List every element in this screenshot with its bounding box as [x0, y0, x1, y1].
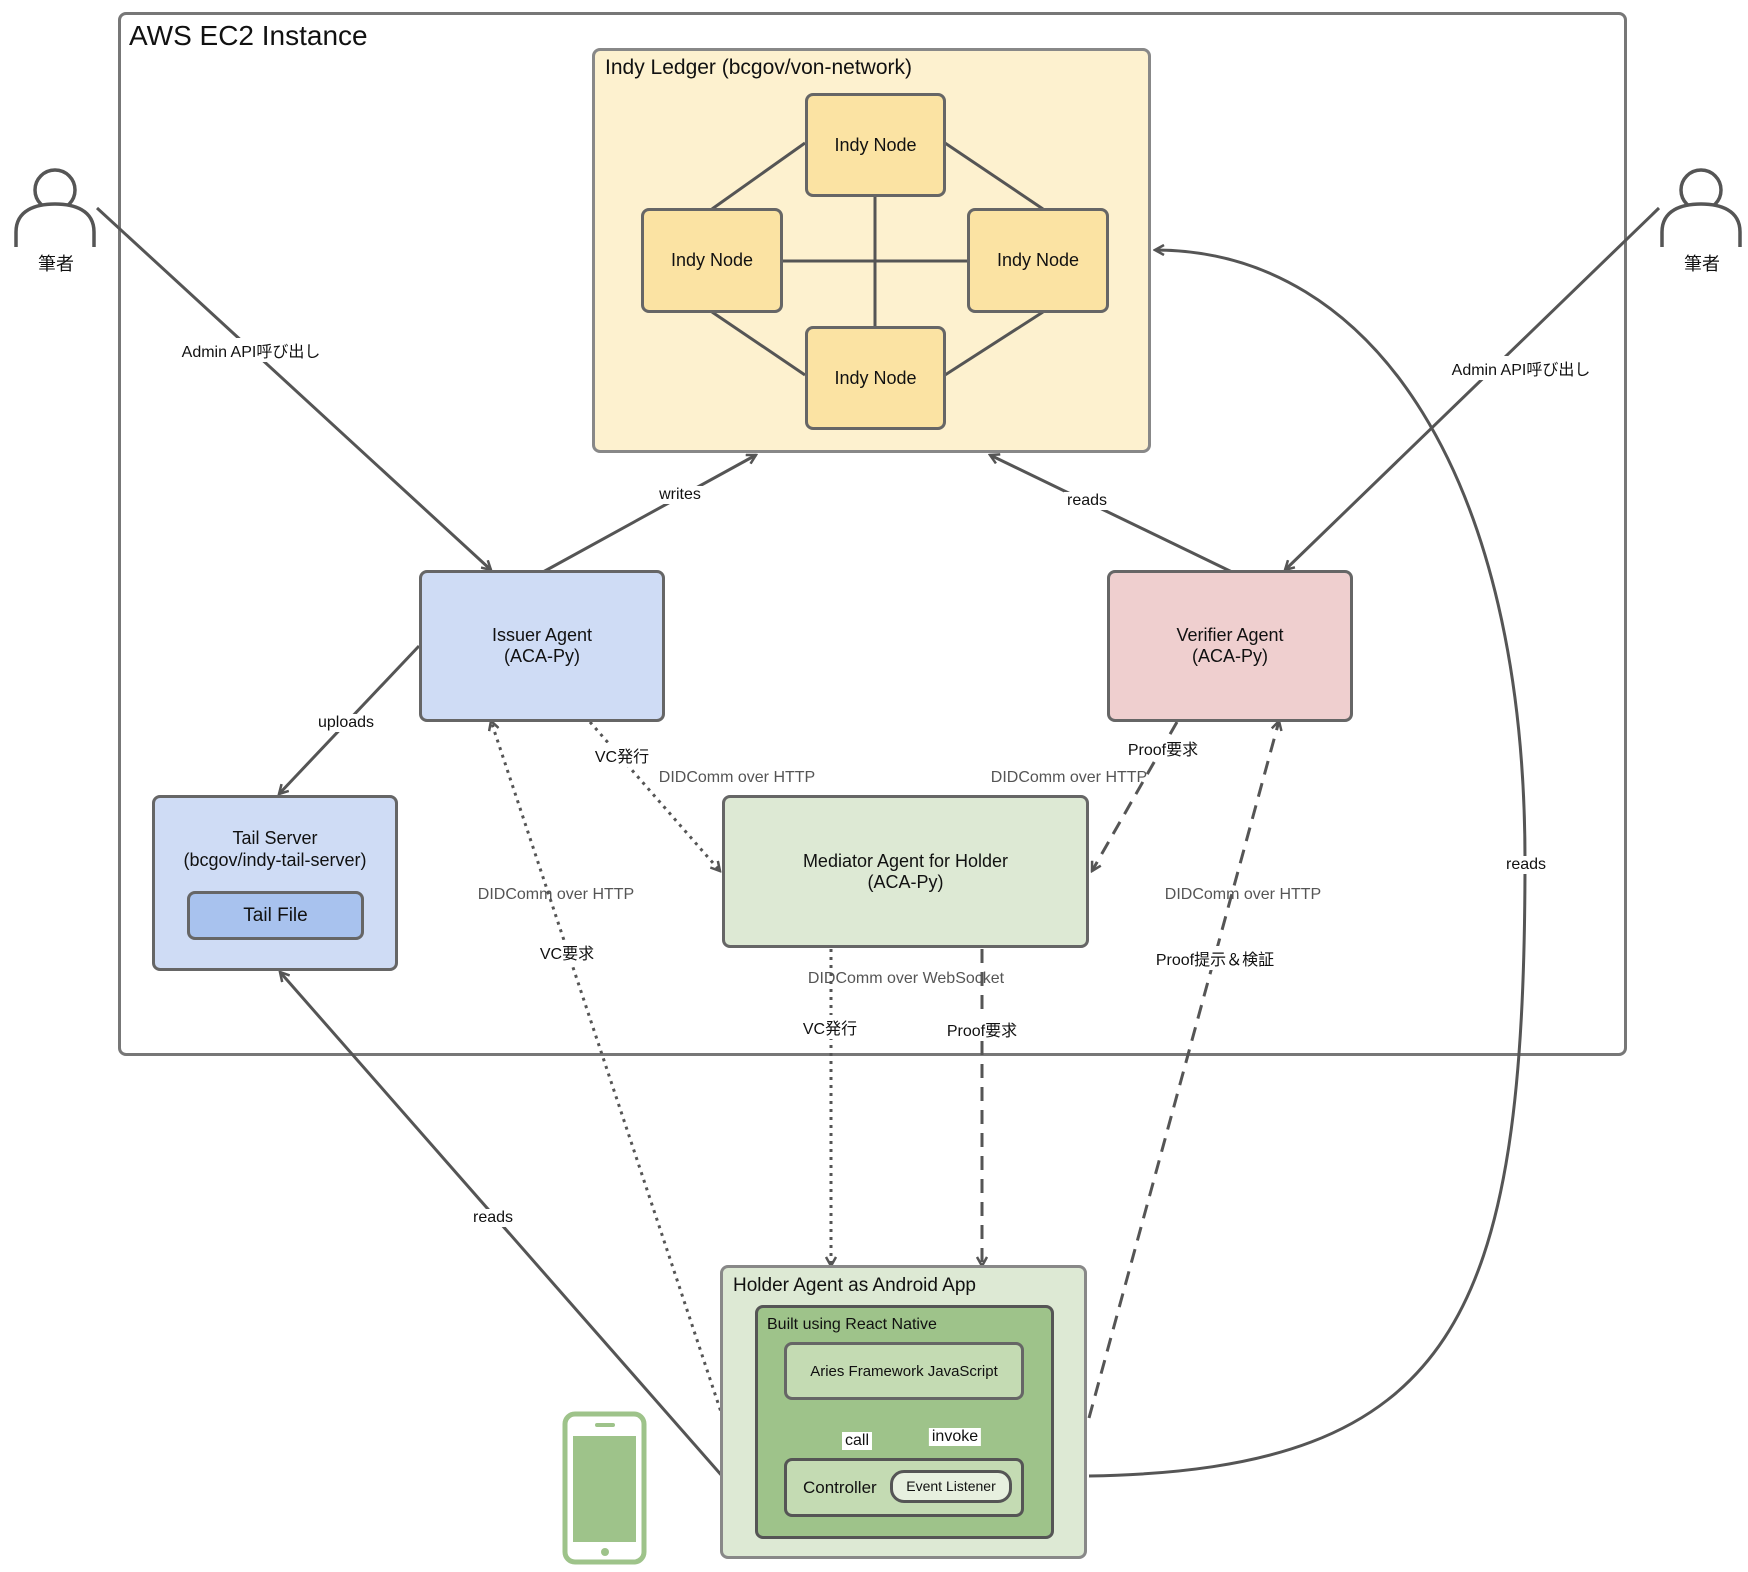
label-proof-request-top: Proof要求: [1124, 736, 1202, 760]
label-vc-request: VC要求: [536, 940, 598, 964]
phone-icon: [562, 1411, 647, 1565]
indy-node-left: Indy Node: [641, 208, 783, 313]
ec2-instance-title: AWS EC2 Instance: [129, 20, 368, 51]
tail-server-label: Tail Server (bcgov/indy-tail-server): [183, 828, 367, 870]
label-proof-present: Proof提示＆検証: [1152, 946, 1278, 970]
label-reads-ledger: reads: [1063, 492, 1111, 510]
label-didcomm-http-vc-request: DIDComm over HTTP: [477, 886, 635, 903]
edge-admin-left: [95, 206, 491, 570]
label-admin-api-right: Admin API呼び出し: [1448, 356, 1594, 380]
person-icon-right: [1660, 168, 1742, 247]
edge-proof-present: [1087, 721, 1279, 1419]
indy-node-right: Indy Node: [967, 208, 1109, 313]
label-uploads: uploads: [314, 714, 378, 732]
node-link-top-left: [711, 141, 806, 211]
edge-vc-request: [491, 721, 725, 1419]
indy-node-top: Indy Node: [805, 93, 946, 197]
edge-reads-ledger: [990, 455, 1233, 574]
verifier-agent: Verifier Agent (ACA-Py): [1107, 570, 1353, 722]
label-didcomm-websocket: DIDComm over WebSocket: [807, 970, 1005, 987]
node-link-bottom-right: [944, 310, 1044, 377]
person-icon-left: [14, 168, 96, 247]
label-vc-issue-top: VC発行: [591, 743, 653, 767]
react-native-title: Built using React Native: [767, 1316, 937, 1333]
node-link-bottom-left: [711, 310, 806, 377]
label-proof-request-bottom: Proof要求: [943, 1017, 1021, 1041]
label-admin-api-left: Admin API呼び出し: [178, 338, 324, 362]
holder-agent-title: Holder Agent as Android App: [733, 1275, 976, 1296]
tail-server: [152, 795, 398, 971]
controller-label: Controller: [803, 1478, 877, 1497]
event-listener: Event Listener: [890, 1470, 1012, 1503]
label-writes: writes: [656, 486, 704, 504]
label-reads-right: reads: [1502, 856, 1550, 874]
label-call: call: [841, 1432, 873, 1450]
indy-node-bottom: Indy Node: [805, 326, 946, 430]
edge-writes: [542, 453, 756, 574]
label-invoke: invoke: [928, 1428, 982, 1446]
label-didcomm-http-issuer: DIDComm over HTTP: [658, 769, 816, 786]
issuer-agent: Issuer Agent (ACA-Py): [419, 570, 665, 722]
label-didcomm-http-proof: DIDComm over HTTP: [1164, 886, 1322, 903]
mediator-agent: Mediator Agent for Holder (ACA-Py): [722, 795, 1089, 948]
ec2-instance-boundary: [118, 12, 1627, 1056]
label-vc-issue-bottom: VC発行: [799, 1015, 861, 1039]
label-reads-tail: reads: [469, 1209, 517, 1227]
edge-reads-right: [1088, 250, 1527, 1478]
user-left-label: 筆者: [38, 254, 74, 274]
indy-ledger-title: Indy Ledger (bcgov/von-network): [605, 56, 912, 79]
user-right-label: 筆者: [1684, 254, 1720, 274]
aries-framework-javascript: Aries Framework JavaScript: [784, 1342, 1024, 1400]
label-didcomm-http-verifier: DIDComm over HTTP: [990, 769, 1148, 786]
edge-admin-right: [1285, 206, 1661, 570]
node-link-top-right: [944, 141, 1044, 211]
tail-file: Tail File: [187, 891, 364, 940]
